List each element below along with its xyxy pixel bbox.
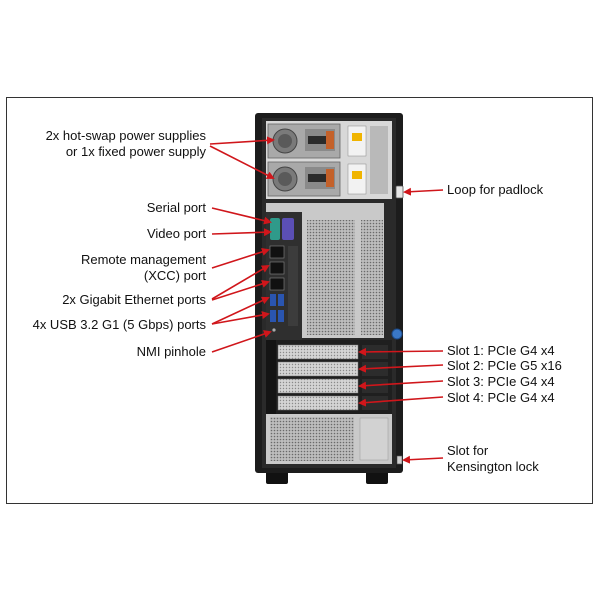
label-usb-ports: 4x USB 3.2 G1 (5 Gbps) ports	[32, 317, 206, 332]
vent-mesh-bottom	[270, 417, 354, 461]
thumbscrew	[391, 328, 403, 340]
slot-cover-1	[277, 344, 359, 360]
callout-padlock	[403, 187, 444, 196]
pcie-slot-covers	[277, 344, 359, 411]
foot-right	[366, 470, 388, 484]
nmi-pinhole	[272, 328, 276, 332]
padlock-loop	[395, 185, 404, 199]
label-serial-port: Serial port	[146, 200, 206, 215]
callout-eth-1	[211, 264, 270, 300]
label-slot-1: Slot 1: PCIe G4 x4	[447, 343, 555, 358]
kensington-slot	[396, 455, 403, 465]
label-kensington-lock: Slot for Kensington lock	[447, 443, 539, 475]
callout-slot3	[358, 380, 444, 390]
psu-1-handle	[326, 131, 334, 149]
label-remote-line2: (XCC) port	[143, 268, 206, 283]
label-power-line2: or 1x fixed power supply	[65, 144, 206, 159]
ethernet-port-2	[269, 277, 285, 291]
ethernet-port-1	[269, 261, 285, 275]
slot-cover-4	[277, 395, 359, 411]
label-power-line1: 2x hot-swap power supplies	[45, 128, 206, 143]
usb-port-4	[278, 310, 284, 322]
video-port	[282, 218, 294, 240]
callout-power-1	[209, 136, 275, 145]
label-kensington-line2: Kensington lock	[447, 459, 539, 474]
callout-power-2	[209, 145, 275, 179]
label-padlock-loop: Loop for padlock	[447, 182, 544, 197]
psu-2-handle	[326, 169, 334, 187]
usb-port-3	[270, 310, 276, 322]
callout-serial	[211, 207, 272, 225]
label-slot-4: Slot 4: PCIe G4 x4	[447, 390, 555, 405]
callout-slot2	[358, 364, 444, 373]
callout-usb-1	[211, 296, 270, 325]
label-slot-3: Slot 3: PCIe G4 x4	[447, 374, 555, 389]
label-remote-line1: Remote management	[80, 252, 206, 267]
foot-left	[266, 470, 288, 484]
xcc-port	[269, 245, 285, 259]
callout-xcc	[211, 248, 270, 269]
usb-port-1	[270, 294, 276, 306]
serial-port	[270, 218, 280, 240]
label-ethernet-ports: 2x Gigabit Ethernet ports	[62, 292, 206, 307]
label-kensington-line1: Slot for	[447, 443, 489, 458]
callout-video	[211, 228, 272, 237]
callout-kensington	[402, 455, 444, 464]
label-slot-2: Slot 2: PCIe G5 x16	[447, 358, 562, 373]
callout-eth-2	[211, 280, 270, 301]
callout-slot1	[358, 347, 444, 356]
callout-nmi	[211, 330, 272, 353]
slot-cover-2	[277, 361, 359, 377]
vent-mesh-left	[307, 220, 355, 335]
slot-cover-3	[277, 378, 359, 394]
label-video-port: Video port	[146, 226, 206, 241]
callout-slot4	[358, 396, 444, 407]
usb-port-2	[278, 294, 284, 306]
callout-usb-2	[211, 311, 270, 325]
label-nmi-pinhole: NMI pinhole	[136, 344, 206, 359]
vent-mesh-right	[361, 220, 383, 335]
label-remote-management: Remote management (XCC) port	[28, 252, 206, 284]
label-power-supplies: 2x hot-swap power supplies or 1x fixed p…	[28, 128, 206, 160]
